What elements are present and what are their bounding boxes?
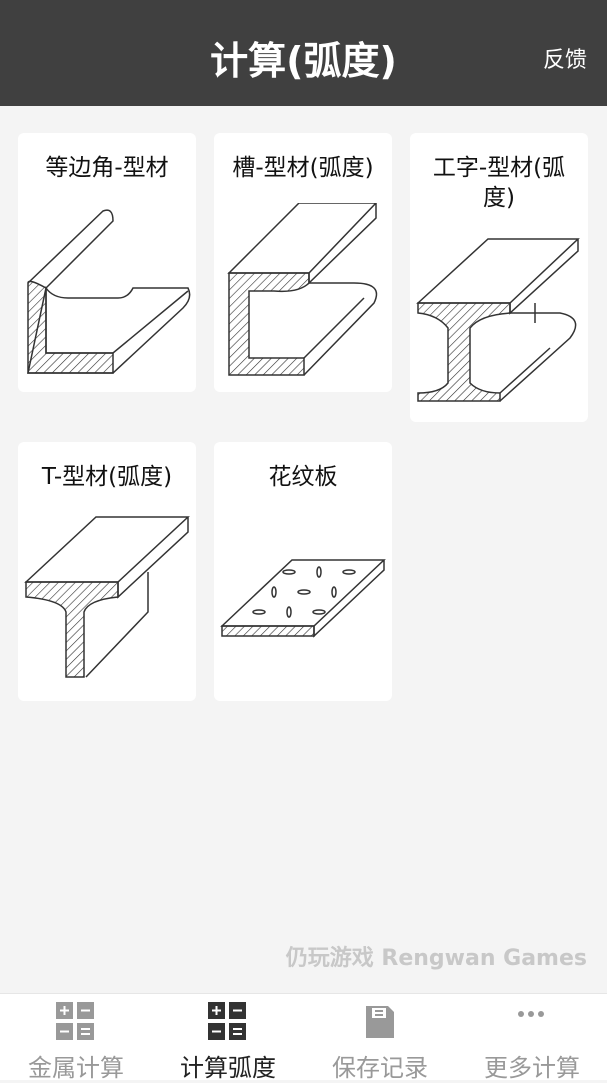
bottom-tab-bar: 金属计算 计算弧度 保存记录 更多计算 (0, 993, 607, 1082)
card-label: 槽-型材(弧度) (232, 155, 374, 181)
tab-saved-records[interactable]: 保存记录 (304, 994, 456, 1082)
card-label: 花纹板 (268, 464, 338, 490)
save-icon (366, 1006, 394, 1038)
card-i-beam[interactable]: 工字-型材(弧度) (410, 133, 588, 422)
tab-more-calc[interactable]: 更多计算 (456, 994, 607, 1082)
feedback-button[interactable]: 反馈 (542, 48, 587, 73)
card-checker-plate[interactable]: 花纹板 (214, 442, 392, 701)
watermark: 仍玩游戏 Rengwan Games (285, 946, 587, 971)
channel-icon (227, 203, 378, 376)
card-label: 等边角-型材 (45, 155, 169, 181)
card-label: 工字-型材(弧度) (432, 155, 566, 211)
tab-arc-calc[interactable]: 计算弧度 (152, 994, 304, 1082)
tab-metal-calc[interactable]: 金属计算 (0, 994, 152, 1082)
tab-label: 金属计算 (28, 1054, 124, 1082)
more-icon (518, 1011, 544, 1017)
card-channel[interactable]: 槽-型材(弧度) (214, 133, 392, 392)
checker-plate-icon (220, 559, 386, 638)
calculator-icon (56, 1002, 94, 1040)
equal-angle-icon (27, 209, 191, 374)
i-beam-icon (416, 238, 580, 402)
t-beam-icon (24, 516, 190, 678)
page-title: 计算(弧度) (210, 39, 397, 83)
tab-label: 计算弧度 (180, 1054, 276, 1082)
tab-label: 更多计算 (484, 1054, 580, 1082)
card-label: T-型材(弧度) (41, 464, 173, 490)
app-header: 计算(弧度) 反馈 (0, 0, 607, 106)
tab-label: 保存记录 (332, 1054, 428, 1082)
card-equal-angle[interactable]: 等边角-型材 (18, 133, 196, 392)
card-t-beam[interactable]: T-型材(弧度) (18, 442, 196, 701)
calculator-icon (208, 1002, 246, 1040)
